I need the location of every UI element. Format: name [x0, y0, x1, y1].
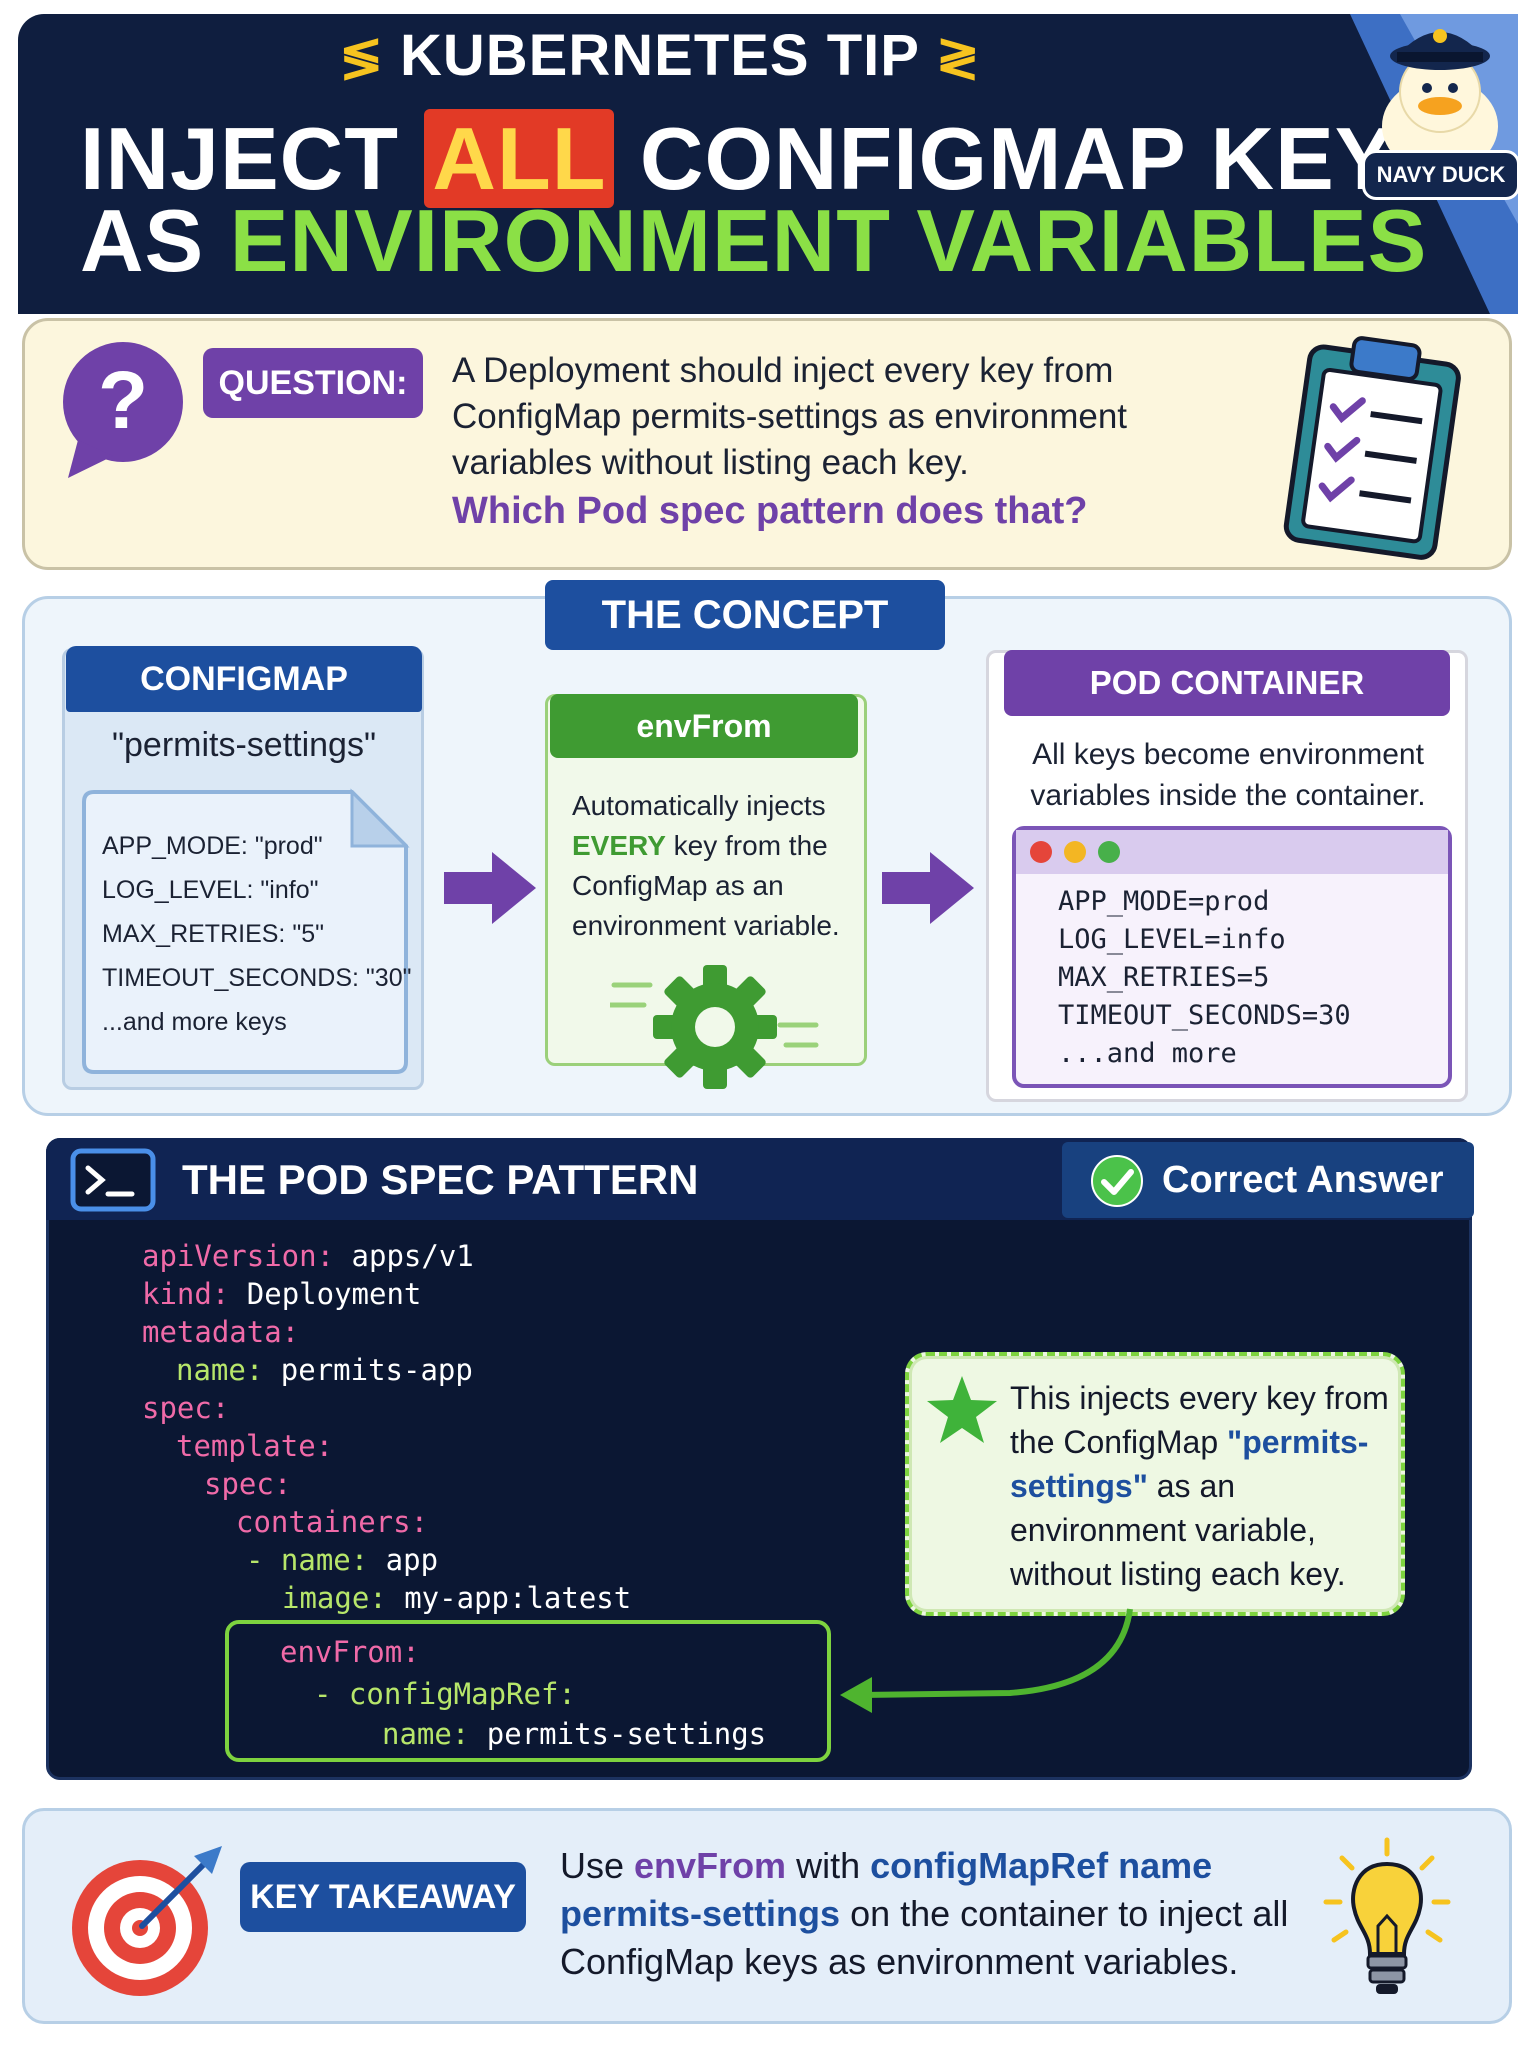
yaml-line: apiVersion: apps/v1: [142, 1238, 474, 1274]
configmap-line: ...and more keys: [102, 1008, 287, 1036]
headline-line-2: AS ENVIRONMENT VARIABLES: [80, 191, 1428, 290]
headline-highlight-env: ENVIRONMENT VARIABLES: [229, 191, 1428, 290]
envfrom-highlight-box: [225, 1620, 831, 1762]
lightbulb-icon: [1323, 1837, 1451, 1994]
concept-tag: THE CONCEPT: [545, 580, 945, 650]
question-ask: Which Pod spec pattern does that?: [452, 490, 1088, 532]
explanation-note: [905, 1352, 1405, 1616]
terminal-prompt-icon: [70, 1148, 156, 1212]
window-minimize-dot: [1064, 841, 1086, 863]
terminal-line: ...and more: [1058, 1038, 1237, 1069]
spark-right-icon: ≷: [935, 29, 981, 87]
check-circle-icon: [1091, 1155, 1143, 1207]
yaml-value: Deployment: [229, 1277, 422, 1311]
configmap-name: "permits-settings": [111, 726, 377, 764]
configmap-line: MAX_RETRIES: "5": [102, 920, 324, 948]
pod-spec-title: THE POD SPEC PATTERN: [182, 1156, 699, 1203]
configmap-line: TIMEOUT_SECONDS: "30": [102, 964, 412, 992]
headline-highlight-all: ALL: [424, 109, 615, 208]
terminal-line: APP_MODE=prod: [1058, 886, 1270, 917]
configmap-title: CONFIGMAP: [66, 646, 422, 712]
yaml-line: envFrom:: [280, 1634, 420, 1670]
yaml-value: permits-app: [263, 1353, 473, 1387]
configmap-line: LOG_LEVEL: "info": [102, 876, 319, 904]
yaml-line: spec:: [204, 1466, 291, 1502]
curved-arrow-icon: [840, 1608, 1133, 1713]
yaml-value: app: [368, 1543, 439, 1577]
yaml-line: metadata:: [142, 1314, 299, 1350]
yaml-line: name: permits-app: [176, 1352, 473, 1388]
yaml-key: metadata:: [142, 1315, 300, 1349]
yaml-line: name: permits-settings: [382, 1716, 766, 1752]
yaml-key: image:: [282, 1581, 387, 1615]
yaml-line: image: my-app:latest: [282, 1580, 631, 1616]
explanation-text: This injects every key from the ConfigMa…: [1010, 1380, 1389, 1592]
yaml-key: containers:: [236, 1505, 429, 1539]
yaml-line: template:: [176, 1428, 333, 1464]
envfrom-title: envFrom: [550, 694, 858, 758]
spark-left-icon: ≶: [339, 29, 385, 87]
clipboard-checklist-icon: [1283, 336, 1461, 560]
window-maximize-dot: [1098, 841, 1120, 863]
takeaway-text: Use envFrom with configMapRef name permi…: [560, 1845, 1289, 1982]
yaml-value: apps/v1: [334, 1239, 474, 1273]
yaml-key: apiVersion:: [142, 1239, 335, 1273]
yaml-value: my-app:latest: [386, 1581, 632, 1615]
pod-container-title: POD CONTAINER: [1004, 650, 1450, 716]
correct-answer-label: Correct Answer: [1162, 1159, 1444, 1201]
target-dart-icon: [72, 1846, 222, 1996]
header-banner: [18, 14, 1518, 314]
yaml-key: - configMapRef:: [314, 1677, 576, 1711]
terminal-line: LOG_LEVEL=info: [1058, 924, 1286, 955]
kicker: ≶ KUBERNETES TIP ≷: [0, 22, 1320, 89]
terminal-line: MAX_RETRIES=5: [1058, 962, 1270, 993]
terminal-titlebar: [1016, 830, 1448, 874]
headline-line-1: INJECT ALL CONFIGMAP KEYS: [80, 109, 1455, 208]
gear-icon: [610, 965, 819, 1089]
star-icon: [927, 1376, 997, 1443]
takeaway-tag: KEY TAKEAWAY: [240, 1862, 526, 1932]
yaml-line: - name: app: [246, 1542, 438, 1578]
svg-text:?: ?: [98, 355, 148, 446]
arrow-right-icon: [882, 852, 974, 924]
yaml-line: - configMapRef:: [314, 1676, 576, 1712]
kicker-text: KUBERNETES TIP: [400, 23, 920, 88]
yaml-key: spec:: [142, 1391, 230, 1425]
yaml-value: permits-settings: [469, 1717, 767, 1751]
yaml-line: containers:: [236, 1504, 428, 1540]
navy-duck-badge: NAVY DUCK: [1362, 150, 1520, 200]
configmap-document-icon: [82, 788, 410, 1074]
configmap-line: APP_MODE: "prod": [102, 832, 323, 860]
yaml-key: name:: [382, 1717, 470, 1751]
yaml-key: template:: [176, 1429, 334, 1463]
yaml-key: - name:: [246, 1543, 369, 1577]
yaml-key: spec:: [204, 1467, 292, 1501]
terminal-line: TIMEOUT_SECONDS=30: [1058, 1000, 1351, 1031]
envfrom-description: Automatically injects EVERY key from the…: [572, 790, 840, 941]
window-close-dot: [1030, 841, 1052, 863]
pod-container-description: All keys become environment variables in…: [1030, 738, 1426, 812]
yaml-line: kind: Deployment: [142, 1276, 421, 1312]
yaml-line: spec:: [142, 1390, 229, 1426]
question-bubble-icon: ?: [63, 342, 183, 478]
question-tag: QUESTION:: [203, 348, 423, 418]
question-text: A Deployment should inject every key fro…: [452, 351, 1128, 482]
arrow-right-icon: [444, 852, 536, 924]
yaml-key: kind:: [142, 1277, 230, 1311]
yaml-key: name:: [176, 1353, 264, 1387]
yaml-key: envFrom:: [280, 1635, 420, 1669]
